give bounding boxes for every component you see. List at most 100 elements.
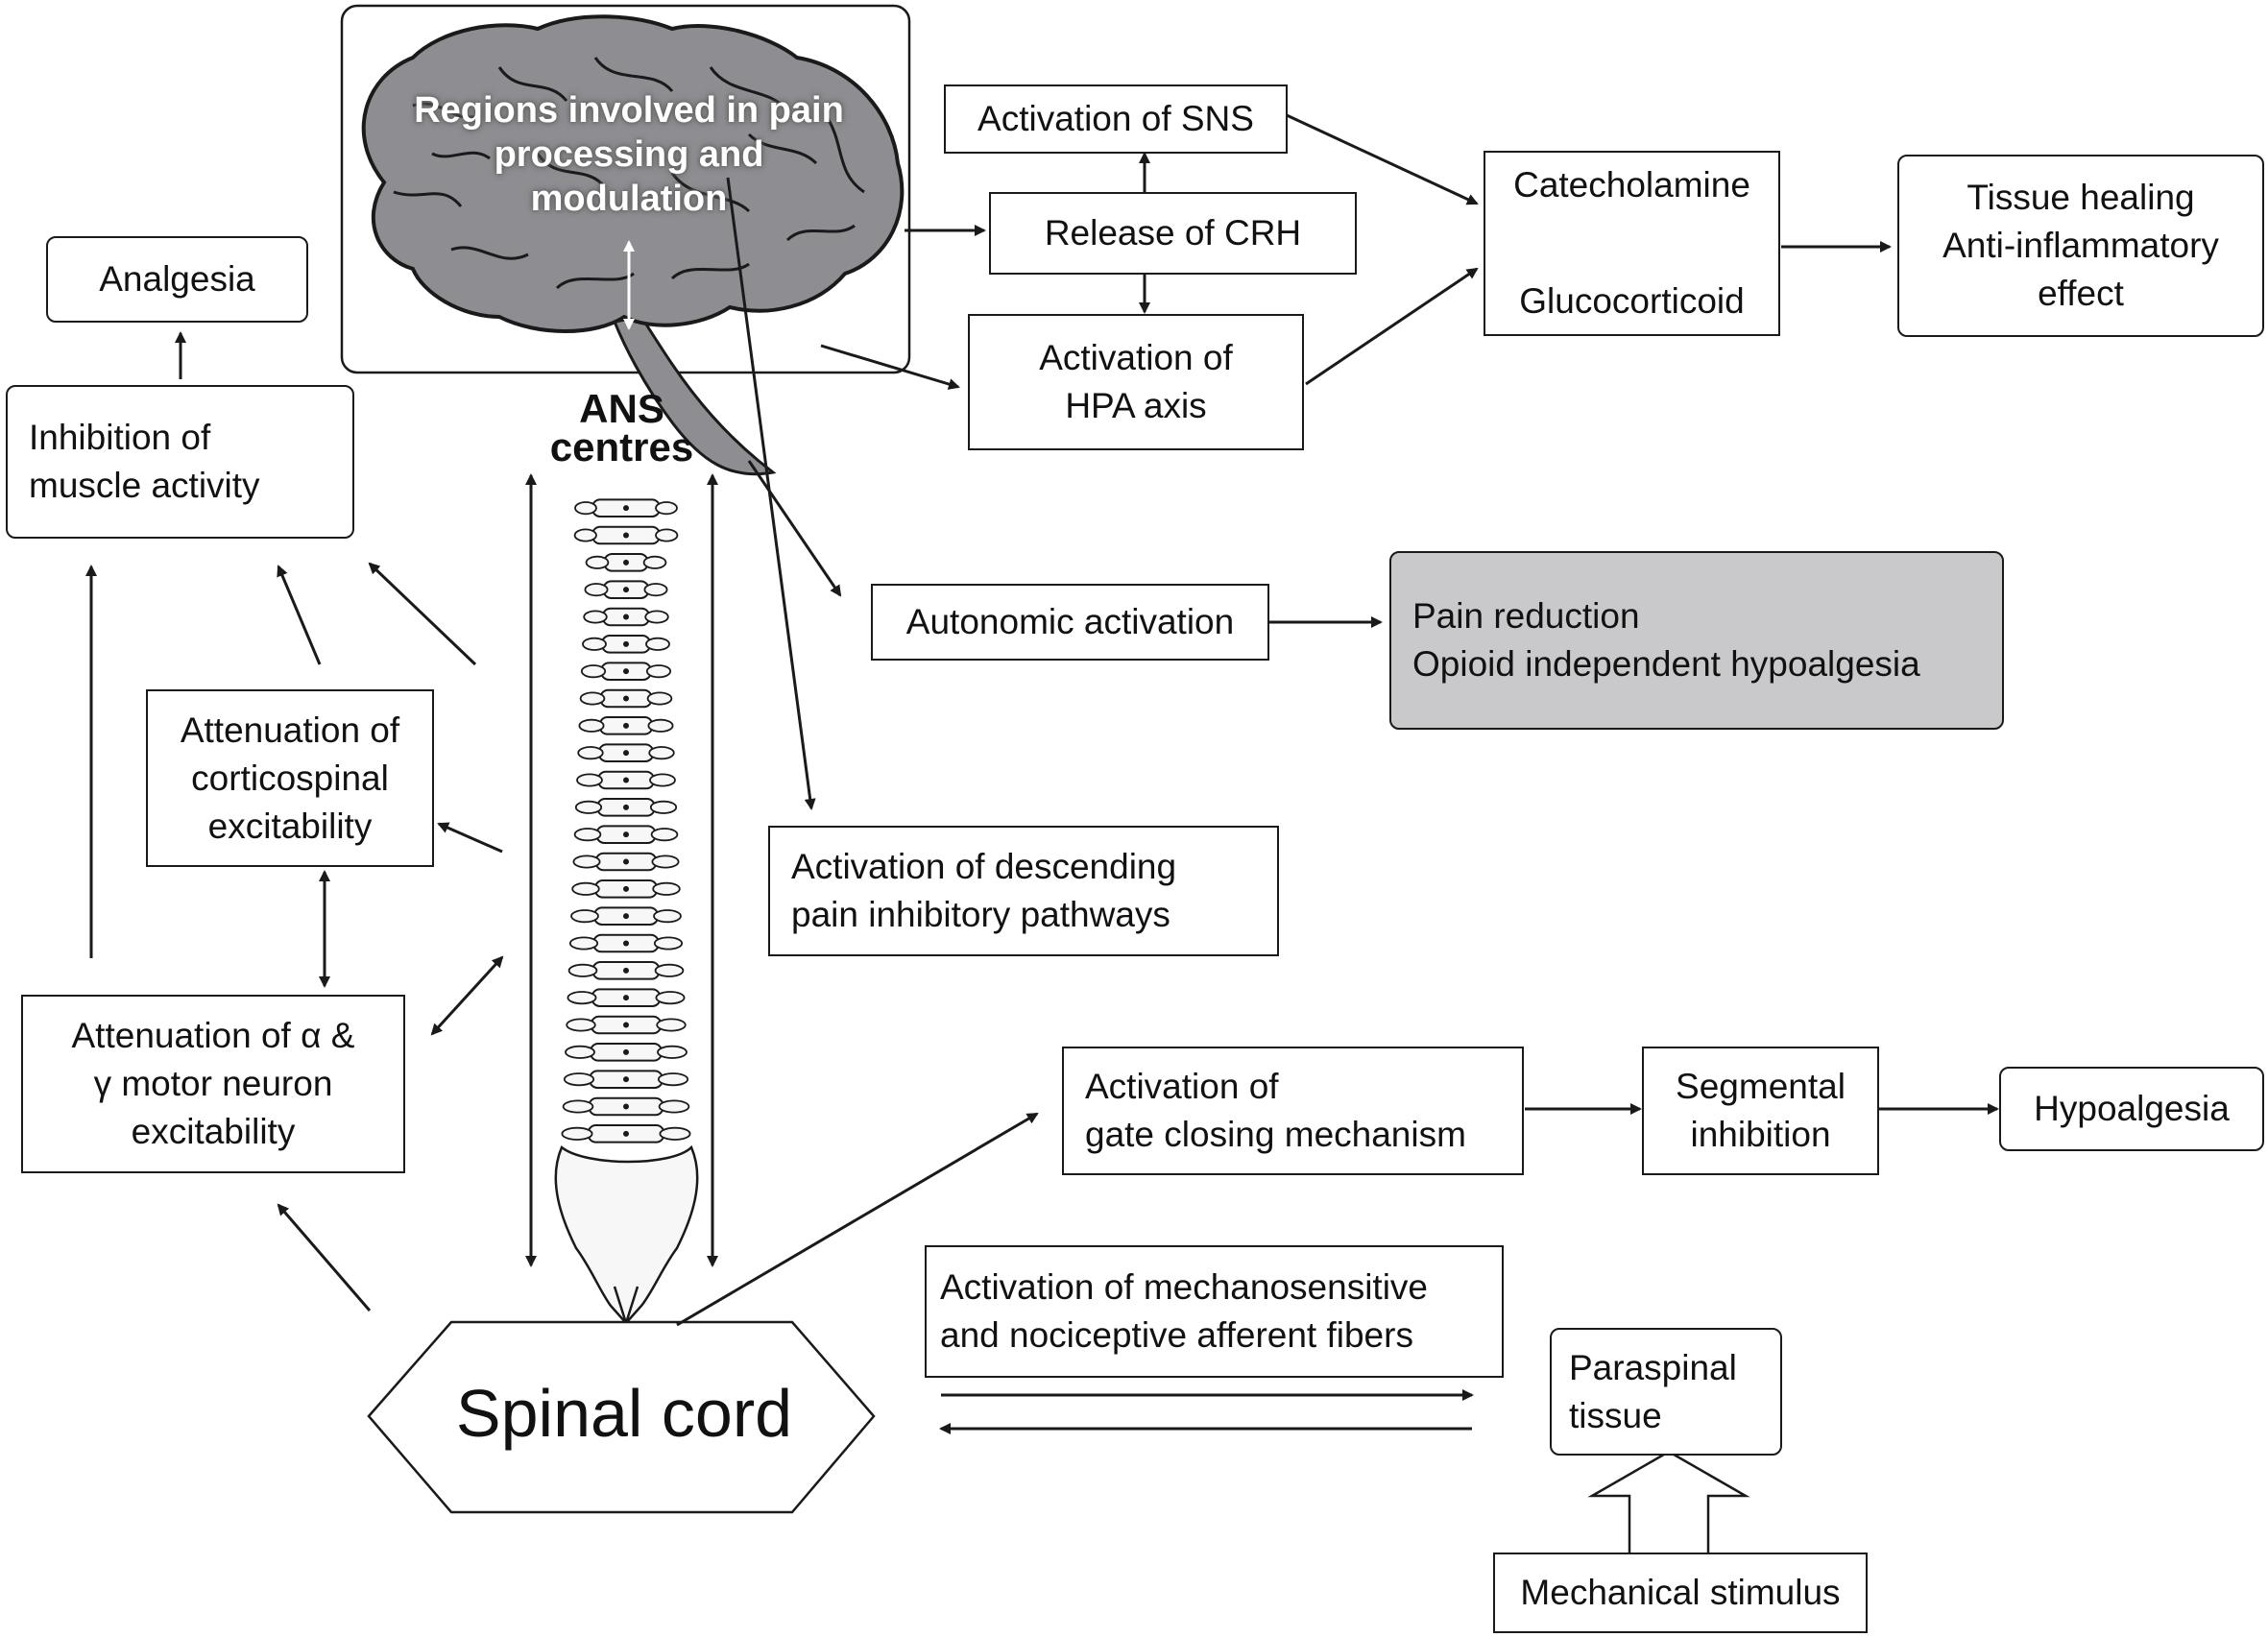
vertebra-process — [584, 583, 609, 597]
vertebra-process — [567, 963, 598, 977]
activation-sns-box: Activation of SNS — [944, 84, 1288, 154]
vertebra-process — [656, 1018, 687, 1032]
vertebra-process — [577, 746, 604, 760]
vertebra-process — [572, 855, 601, 869]
vertebra-process — [653, 909, 682, 924]
afferent-line-2: and nociceptive afferent fibers — [940, 1315, 1413, 1355]
arrow-spine-to-corticospinal — [437, 822, 503, 854]
descending-pathways-box: Activation of descending pain inhibitory… — [768, 826, 1279, 956]
afferent-line-1: Activation of mechanosensitive — [940, 1267, 1428, 1307]
pain-reduction-box: Pain reduction Opioid independent hypoal… — [1389, 551, 2004, 730]
vertebra-process — [585, 555, 610, 569]
tissue-healing-line-3: effect — [2038, 274, 2124, 313]
vertebra-process — [652, 881, 681, 896]
vertebra-dot — [623, 967, 629, 974]
mechanical-stimulus-box: Mechanical stimulus — [1493, 1553, 1868, 1633]
vertebra-process — [654, 963, 685, 977]
vertebra-dot — [623, 913, 629, 920]
vertebra-dot — [623, 505, 629, 512]
catecholamine-text: Catecholamine — [1513, 165, 1750, 205]
vertebra-process — [657, 1072, 689, 1087]
vertebra-process — [565, 1045, 595, 1059]
motor-neuron-line-1: Attenuation of α & — [71, 1016, 355, 1055]
arrow-corticospinal-to-inhibition — [277, 565, 322, 665]
vertebra-process — [646, 691, 673, 706]
descending-line-2: pain inhibitory pathways — [791, 895, 1170, 934]
vertebra-process — [648, 746, 675, 760]
glucocorticoid-text: Glucocorticoid — [1519, 281, 1745, 321]
arrow-mechanical-to-paraspinal — [1587, 1450, 1750, 1553]
vertebra-process — [643, 583, 668, 597]
vertebra-process — [645, 637, 670, 651]
vertebra-dot — [623, 750, 629, 757]
arrow-cord-to-gate — [676, 1112, 1039, 1327]
vertebra-process — [563, 1072, 595, 1087]
inhibition-muscle-box: Inhibition of muscle activity — [6, 385, 354, 539]
vertebra-dot — [623, 831, 629, 838]
vertebra-process — [655, 501, 678, 516]
arrow-hpa-to-glucocorticoid — [1305, 267, 1479, 386]
release-crh-text: Release of CRH — [1044, 213, 1302, 253]
hormones-box: Catecholamine Glucocorticoid — [1484, 151, 1780, 336]
vertebra-process — [642, 555, 667, 569]
vertebra-dot — [623, 559, 629, 566]
vertebra-process — [583, 610, 608, 624]
inhibition-line-1: Inhibition of — [29, 418, 211, 457]
tissue-healing-line-2: Anti-inflammatory — [1942, 226, 2219, 265]
sacrum — [554, 1144, 699, 1325]
gate-line-2: gate closing mechanism — [1085, 1115, 1466, 1154]
analgesia-box: Analgesia — [46, 236, 308, 323]
activation-hpa-box: Activation of HPA axis — [968, 314, 1304, 450]
corticospinal-line-1: Attenuation of — [180, 710, 400, 750]
brain-illustration — [361, 14, 905, 476]
vertebra-dot — [623, 695, 629, 702]
autonomic-activation-text: Autonomic activation — [905, 602, 1235, 641]
vertebra-dot — [623, 1130, 629, 1137]
pain-reduction-line-2: Opioid independent hypoalgesia — [1412, 644, 1920, 684]
hypoalgesia-text: Hypoalgesia — [2034, 1089, 2230, 1128]
vertebra-dot — [623, 1022, 629, 1028]
vertebra-dot — [623, 858, 629, 865]
vertebra-process — [647, 718, 674, 733]
brain-gyri — [393, 57, 865, 290]
gate-line-1: Activation of — [1085, 1067, 1279, 1106]
segmental-inhibition-box: Segmental inhibition — [1642, 1047, 1879, 1175]
inhibition-line-2: muscle activity — [29, 466, 260, 505]
vertebra-process — [655, 991, 686, 1005]
activation-hpa-line-1: Activation of — [1039, 338, 1233, 377]
tissue-healing-line-1: Tissue healing — [1966, 178, 2195, 217]
vertebra-process — [561, 1126, 593, 1141]
vertebra-dot — [623, 1048, 629, 1055]
arrow-brainstem-to-autonomic — [747, 460, 842, 597]
hypoalgesia-box: Hypoalgesia — [1999, 1067, 2264, 1151]
vertebra-dot — [623, 532, 629, 539]
vertebra-process — [580, 664, 607, 679]
motor-neuron-line-2: γ motor neuron — [93, 1064, 333, 1103]
gate-closing-box: Activation of gate closing mechanism — [1062, 1047, 1524, 1175]
vertebra-process — [573, 528, 597, 542]
vertebra-process — [562, 1099, 594, 1114]
vertebra-process — [645, 664, 672, 679]
motor-neuron-box: Attenuation of α & γ motor neuron excita… — [21, 995, 405, 1173]
segmental-line-1: Segmental — [1676, 1067, 1846, 1106]
vertebra-process — [571, 881, 600, 896]
vertebra-process — [567, 991, 597, 1005]
arrow-sns-to-catecholamine — [1286, 113, 1479, 205]
motor-neuron-line-3: excitability — [131, 1112, 296, 1151]
pain-reduction-line-1: Pain reduction — [1412, 596, 1640, 636]
vertebra-dot — [623, 885, 629, 892]
vertebra-process — [649, 800, 678, 814]
vertebra-process — [651, 855, 680, 869]
vertebra-dot — [623, 722, 629, 729]
arrow-spine-to-inhibition — [368, 562, 477, 666]
vertebra-process — [655, 528, 679, 542]
vertebra-process — [579, 691, 606, 706]
vertebra-dot — [623, 587, 629, 593]
descending-line-1: Activation of descending — [791, 847, 1177, 886]
arrow-brain-to-descending — [726, 177, 816, 810]
vertebra-process — [574, 501, 597, 516]
tissue-healing-box: Tissue healing Anti-inflammatory effect — [1897, 155, 2264, 337]
paraspinal-tissue-box: Paraspinal tissue — [1550, 1328, 1782, 1456]
vertebra-process — [568, 936, 599, 951]
